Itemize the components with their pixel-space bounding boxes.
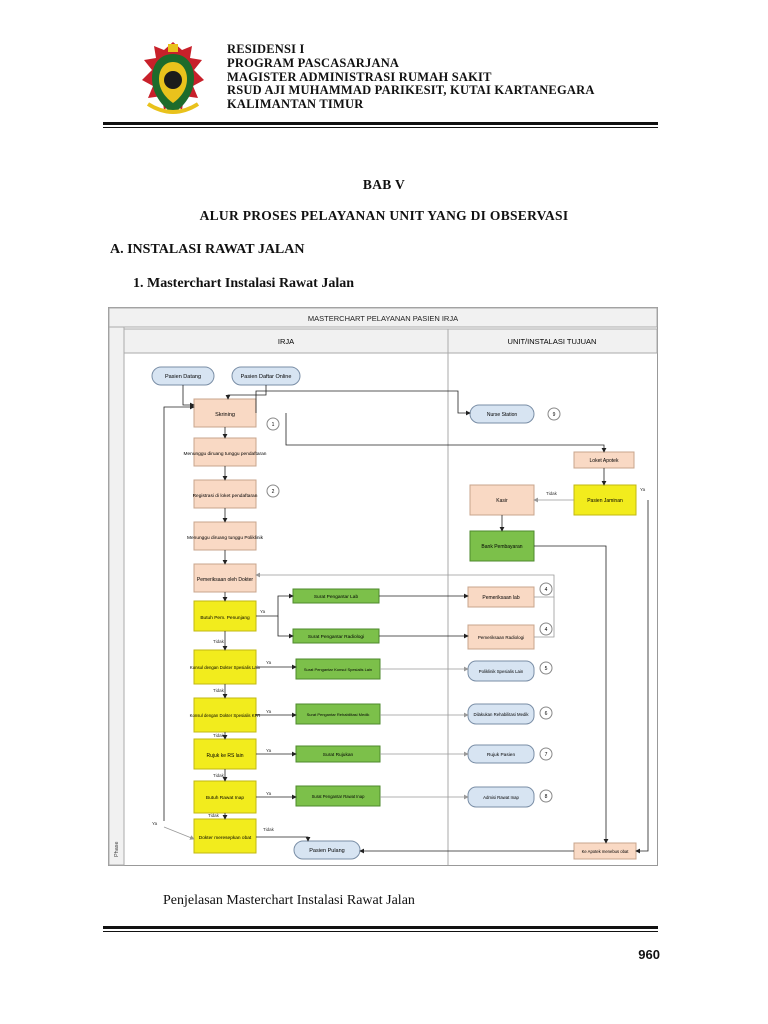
header-rule <box>103 122 658 125</box>
no-label: Tidak <box>213 688 225 693</box>
footer-rule-thin <box>103 931 658 932</box>
no-label: Tidak <box>208 813 220 818</box>
destinations: Pemeriksaan lab Pemeriksaan Radiologi Po… <box>467 586 535 808</box>
letter-label: Surat Pengantar Radiologi <box>308 634 364 640</box>
node-bank-pembayaran <box>469 530 535 562</box>
no-label: Tidak <box>213 733 225 738</box>
yes-label: Ya <box>266 660 272 665</box>
step-number: 4 <box>545 587 548 593</box>
step-label: Menunggu diruang tunggu pendaftaran <box>184 451 267 457</box>
node-label: Ke Apotek menebus obat <box>582 849 630 854</box>
chapter-title: ALUR PROSES PELAYANAN UNIT YANG DI OBSER… <box>199 208 569 223</box>
destination-label: Pemeriksaan lab <box>482 595 519 601</box>
letter-label: Surat Pengantar Lab <box>314 594 359 600</box>
step-number: 6 <box>545 711 548 717</box>
decision-label: Dokter meresepkan obat <box>199 835 252 841</box>
step-number: 7 <box>545 752 548 758</box>
letter-label: Surat Pengantar Rehabilitasi Medik <box>307 712 370 717</box>
header-line: RSUD AJI MUHAMMAD PARIKESIT, KUTAI KARTA… <box>227 83 595 98</box>
destination-label: Dilakukan Rehabilitasi Medik <box>474 712 530 717</box>
step-number: 4 <box>545 627 548 633</box>
no-label: Tidak <box>213 773 225 778</box>
node-label: Pasien Jaminan <box>587 498 623 504</box>
step-number: 1 <box>272 422 275 428</box>
letter-label: Surat Pengantar Rawat Inap <box>312 794 366 799</box>
no-label: Tidak <box>263 827 275 832</box>
step-label: Registrasi di loket pendaftaran <box>193 493 258 499</box>
step-label: Skrining <box>215 412 235 418</box>
step-number: 8 <box>545 794 548 800</box>
yes-label: Ya <box>640 487 646 492</box>
decision-label: Konsul dengan Dokter Spesialis Lain <box>190 665 261 670</box>
university-emblem-icon <box>142 42 204 114</box>
start-label: Pasien Datang <box>165 374 201 380</box>
yes-label: Ya <box>152 821 158 826</box>
destination-label: Rujuk Pasien <box>487 752 516 758</box>
decision-label: Butuh Pem. Penunjang <box>200 615 250 621</box>
step-number: 9 <box>553 412 556 418</box>
header-line: MAGISTER ADMINISTRASI RUMAH SAKIT <box>227 69 492 84</box>
step-number: 5 <box>545 666 548 672</box>
yes-label: Ya <box>266 748 272 753</box>
left-steps: Skrining Menunggu diruang tunggu pendaft… <box>184 398 267 593</box>
header-lines: RESIDENSI I PROGRAM PASCASARJANA MAGISTE… <box>227 42 595 112</box>
step-label: Pemeriksaan oleh Dokter <box>197 577 253 583</box>
node-pasien-jaminan <box>573 484 637 516</box>
phase-label: Phase <box>114 841 120 857</box>
page-number: 960 <box>638 947 660 962</box>
decision-label: Konsul dengan Dokter Spesialis KFR <box>190 713 261 718</box>
node-label: Kasir <box>496 498 508 504</box>
letter-label: Surat Rujukan <box>323 752 354 758</box>
yes-label: Ya <box>266 709 272 714</box>
node-label: Bank Pembayaran <box>481 544 522 550</box>
header-line: RESIDENSI I <box>227 42 305 56</box>
node-label: Pasien Pulang <box>309 848 344 854</box>
subsection-heading: 1. Masterchart Instalasi Rawat Jalan <box>133 276 355 291</box>
decision-label: Rujuk ke RS lain <box>207 753 244 759</box>
chapter-heading: BAB V <box>362 177 406 192</box>
no-label: Tidak <box>213 639 225 644</box>
footer-rule <box>103 926 658 929</box>
decision-label: Butuh Rawat Inap <box>206 795 244 801</box>
step-numbers: 1 2 9 4 4 5 6 7 8 <box>266 407 561 803</box>
masterchart-flowchart: MASTERCHART PELAYANAN PASIEN IRJA Phase … <box>108 307 658 866</box>
step-label: Menunggu diruang tunggu Poliklinik <box>187 535 264 541</box>
flowchart-caption: Penjelasan Masterchart Instalasi Rawat J… <box>163 893 415 908</box>
document-header: RESIDENSI I PROGRAM PASCASARJANA MAGISTE… <box>138 40 658 122</box>
header-rule-thin <box>103 127 658 128</box>
letters: Surat Pengantar Lab Surat Pengantar Radi… <box>292 588 381 807</box>
section-heading: A. INSTALASI RAWAT JALAN <box>110 242 305 257</box>
node-label: Loket Apotek <box>590 458 619 464</box>
yes-label: Ya <box>260 609 266 614</box>
node-kasir <box>469 484 535 516</box>
no-label: Tidak <box>546 491 558 496</box>
lane-tujuan: UNIT/INSTALASI TUJUAN <box>508 337 597 346</box>
start-label: Pasien Daftar Online <box>241 374 292 380</box>
node-label: Nurse Station <box>487 412 518 418</box>
destination-label: Admisi Rawat Inap <box>483 795 519 800</box>
lane-irja: IRJA <box>278 337 294 346</box>
chart-title: MASTERCHART PELAYANAN PASIEN IRJA <box>308 314 458 323</box>
destination-label: Poliklinik Spesialis Lain <box>479 669 524 674</box>
destination-label: Pemeriksaan Radiologi <box>478 635 524 640</box>
header-line: KALIMANTAN TIMUR <box>227 97 364 112</box>
header-line: PROGRAM PASCASARJANA <box>227 55 400 70</box>
step-number: 2 <box>272 489 275 495</box>
decisions: Butuh Pem. Penunjang Konsul dengan Dokte… <box>190 600 261 854</box>
yes-label: Ya <box>266 791 272 796</box>
letter-label: Surat Pengantar Konsul Spesialis Lain <box>304 667 372 672</box>
